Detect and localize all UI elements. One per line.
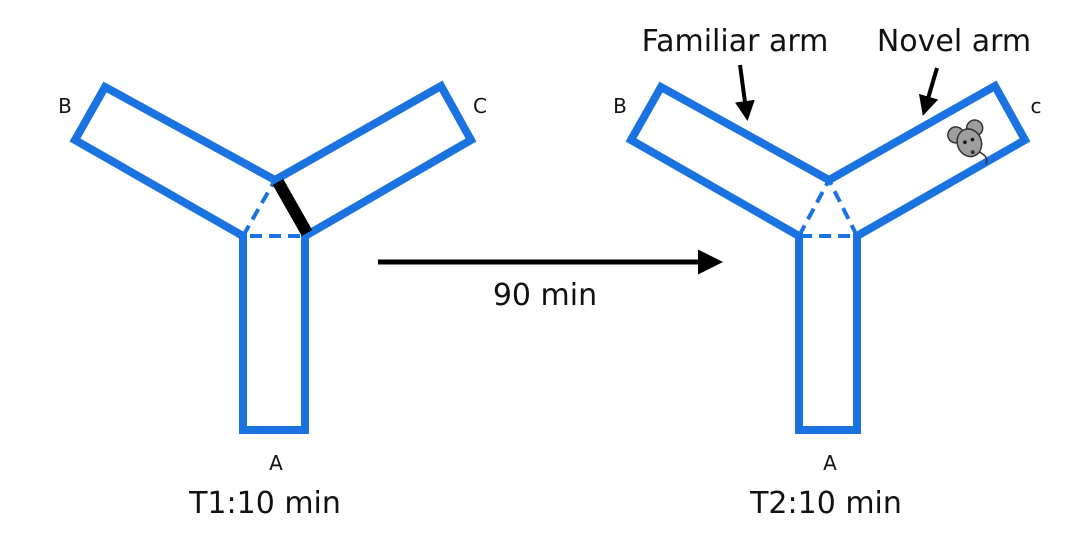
familiar-arm-arrow-icon [734,64,755,121]
arm-label-b-t1: B [58,94,72,118]
arm-label-c-t1: C [473,94,487,118]
arm-label-b-t2: B [613,94,627,118]
caption-t1: T1:10 min [188,486,341,521]
mouse-icon [947,119,988,165]
novel-arm-arrow-icon [918,67,939,116]
maze-t2-center-dashes [797,175,861,238]
caption-t2: T2:10 min [749,486,902,521]
interval-arrow: 90 min [378,249,723,313]
arm-label-a-t1: A [269,451,283,475]
arm-label-a-t2: A [823,451,837,475]
familiar-arm-label: Familiar arm [642,24,829,59]
maze-t1-outline [69,80,477,434]
maze-t2: B c A T2:10 min Familiar arm Novel arm [613,24,1041,521]
interval-label: 90 min [493,278,597,313]
arm-label-c-t2: c [1031,94,1042,118]
maze-t2-outline [625,80,1031,434]
novel-arm-label: Novel arm [877,24,1031,59]
barrier-block [272,179,313,236]
maze-t1: B C A T1:10 min [58,80,487,521]
